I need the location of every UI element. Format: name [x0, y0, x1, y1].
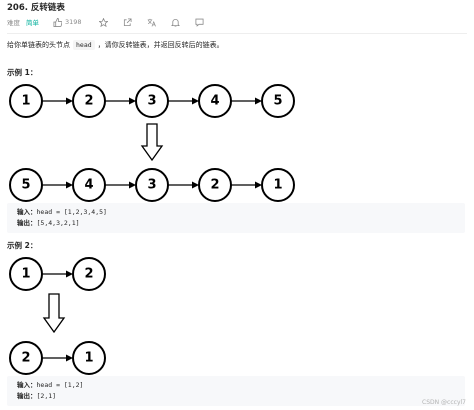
node-value: 2	[84, 94, 93, 109]
difficulty-badge: 简单	[26, 19, 39, 27]
next-pointer-arrow	[42, 354, 73, 362]
problem-description: 给你单链表的头节点 head ，请你反转链表，并返回反转后的链表。	[7, 40, 224, 50]
node-value: 1	[273, 178, 282, 193]
comment-button[interactable]	[192, 16, 208, 28]
translate-button[interactable]	[144, 16, 160, 28]
next-pointer-arrow	[42, 97, 73, 105]
description-text-before: 给你单链表的头节点	[7, 41, 70, 49]
comment-icon	[195, 18, 204, 27]
node-value: 3	[147, 94, 156, 109]
input-label: 输入：	[17, 208, 37, 216]
like-count: 3198	[65, 18, 82, 26]
example-1-io: 输入：head = [1,2,3,4,5] 输出：[5,4,3,2,1]	[7, 203, 465, 233]
input-list-node: 2	[72, 257, 106, 291]
node-value: 1	[21, 267, 30, 282]
output-list-node: 1	[261, 168, 295, 202]
input-value: head = [1,2,3,4,5]	[36, 208, 107, 216]
next-pointer-arrow	[231, 97, 262, 105]
node-value: 2	[84, 267, 93, 282]
node-value: 1	[84, 351, 93, 366]
reverse-arrow-icon	[140, 123, 164, 162]
input-list-node: 2	[72, 84, 106, 118]
node-value: 5	[273, 94, 282, 109]
next-pointer-arrow	[105, 97, 136, 105]
example-1-input-line: 输入：head = [1,2,3,4,5]	[17, 207, 465, 218]
share-icon	[123, 17, 132, 26]
example-1-diagram: 1 2 3 4 5 5 4 3 2 1	[9, 84, 295, 202]
output-label: 输出：	[17, 392, 37, 400]
output-label: 输出：	[17, 219, 37, 227]
thumbs-up-icon	[53, 17, 62, 27]
output-list-node: 5	[9, 168, 43, 202]
example-2-diagram: 1 2 2 1	[9, 257, 106, 375]
input-list-node: 1	[9, 257, 43, 291]
output-list-node: 3	[135, 168, 169, 202]
output-value: [5,4,3,2,1]	[36, 219, 80, 227]
input-label: 输入：	[17, 381, 37, 389]
input-value: head = [1,2]	[36, 381, 84, 389]
node-value: 2	[210, 178, 219, 193]
next-pointer-arrow	[231, 181, 262, 189]
example-2-output-line: 输出：[2,1]	[17, 391, 465, 402]
problem-title: 206. 反转链表	[7, 3, 65, 13]
example-2-io: 输入：head = [1,2] 输出：[2,1]	[7, 376, 465, 406]
next-pointer-arrow	[168, 97, 199, 105]
reverse-arrow-icon	[42, 293, 66, 334]
translate-icon	[147, 18, 156, 27]
next-pointer-arrow	[105, 181, 136, 189]
node-value: 4	[84, 178, 93, 193]
inline-code-head: head	[73, 40, 95, 50]
output-list-node: 2	[198, 168, 232, 202]
input-list-node: 5	[261, 84, 295, 118]
output-value: [2,1]	[36, 392, 57, 400]
input-list-node: 1	[9, 84, 43, 118]
node-value: 4	[210, 94, 219, 109]
example-1-output-line: 输出：[5,4,3,2,1]	[17, 218, 465, 229]
output-list-node: 1	[72, 341, 106, 375]
problem-meta-bar: 难度 简单 3198	[7, 16, 216, 28]
star-icon	[99, 17, 109, 27]
watermark: CSDN @cccyl7	[422, 399, 466, 406]
node-value: 5	[21, 178, 30, 193]
example-2-title: 示例 2：	[7, 241, 38, 250]
next-pointer-arrow	[168, 181, 199, 189]
next-pointer-arrow	[42, 181, 73, 189]
output-list-node: 4	[72, 168, 106, 202]
bell-icon	[171, 18, 181, 27]
input-list-node: 4	[198, 84, 232, 118]
input-list-node: 3	[135, 84, 169, 118]
description-text-after: ，请你反转链表，并返回反转后的链表。	[97, 41, 224, 49]
next-pointer-arrow	[42, 270, 73, 278]
node-value: 3	[147, 178, 156, 193]
like-button[interactable]: 3198	[53, 17, 82, 27]
output-list-node: 2	[9, 341, 43, 375]
favorite-button[interactable]	[96, 16, 112, 28]
difficulty-label: 难度	[7, 19, 20, 27]
node-value: 2	[21, 351, 30, 366]
example-2-input-line: 输入：head = [1,2]	[17, 380, 465, 391]
header-divider	[7, 33, 467, 34]
example-1-title: 示例 1：	[7, 68, 38, 77]
notify-button[interactable]	[168, 16, 184, 28]
node-value: 1	[21, 94, 30, 109]
share-button[interactable]	[120, 16, 136, 28]
